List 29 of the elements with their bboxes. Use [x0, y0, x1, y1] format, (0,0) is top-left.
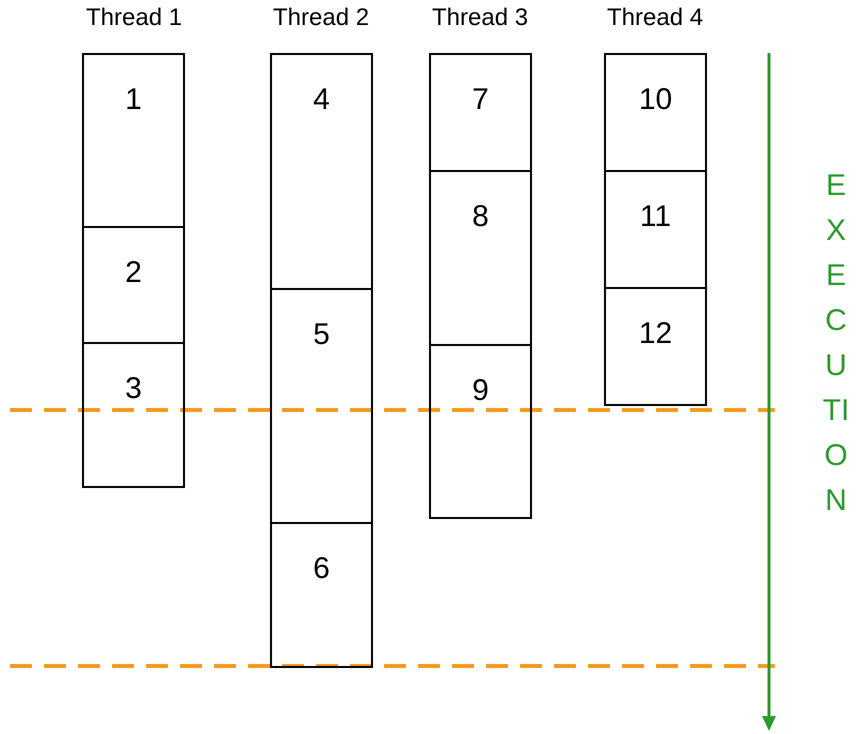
task-box	[604, 170, 707, 289]
thread-label: Thread 2	[273, 4, 370, 32]
task-number: 9	[472, 376, 489, 406]
task-box	[270, 288, 373, 524]
task-number: 10	[638, 85, 672, 115]
task-box	[270, 522, 373, 668]
task-number: 7	[472, 85, 489, 115]
thread-label: Thread 3	[432, 4, 528, 32]
task-box	[82, 226, 185, 344]
task-box	[82, 53, 185, 228]
task-number: 3	[125, 374, 142, 404]
task-number: 12	[638, 319, 672, 349]
task-box	[604, 53, 707, 172]
task-box	[429, 53, 532, 172]
execution-label: EXECUTION	[822, 168, 850, 519]
thread-label: Thread 1	[86, 4, 182, 32]
task-box	[429, 170, 532, 346]
task-number: 2	[125, 258, 142, 288]
task-number: 1	[125, 85, 142, 115]
task-box	[604, 287, 707, 406]
task-number: 6	[313, 554, 330, 584]
task-number: 11	[640, 202, 672, 232]
task-number: 8	[472, 202, 489, 232]
task-box	[82, 342, 185, 488]
thread-label: Thread 4	[607, 4, 704, 32]
task-number: 4	[313, 85, 330, 115]
task-number: 5	[313, 320, 330, 350]
task-box	[270, 53, 373, 290]
task-box	[429, 344, 532, 519]
